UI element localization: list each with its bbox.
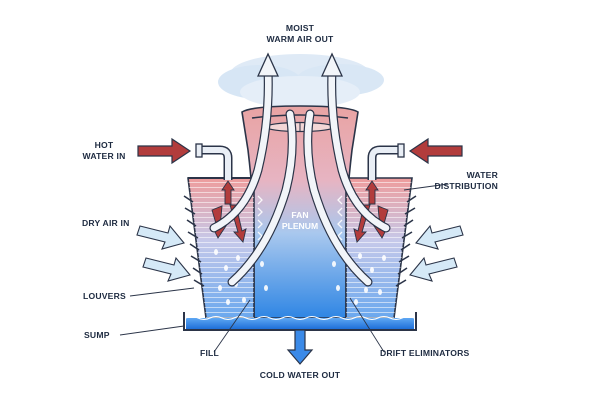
water-distribution-label-line1: WATER bbox=[467, 170, 499, 180]
dry-air-in-arrows-left bbox=[136, 224, 191, 282]
water-distribution-label-line2: DISTRIBUTION bbox=[434, 181, 498, 191]
fan-stack bbox=[241, 105, 359, 319]
vapor-cloud bbox=[218, 54, 384, 108]
air-flow-arrows bbox=[209, 65, 391, 287]
leader-lines bbox=[119, 183, 449, 353]
air-out-arrowheads bbox=[256, 52, 344, 77]
moist-air-label-line2: WARM AIR OUT bbox=[266, 34, 334, 44]
fan-plenum-label-line1: FAN bbox=[291, 210, 308, 220]
dry-air-in-label: DRY AIR IN bbox=[82, 218, 130, 228]
louvers-label: LOUVERS bbox=[83, 291, 126, 301]
water-droplets bbox=[214, 249, 386, 305]
cold-water-out-label: COLD WATER OUT bbox=[260, 370, 341, 380]
cold-water-out-arrow bbox=[286, 329, 314, 365]
dry-air-in-arrows-right bbox=[409, 224, 464, 282]
sump-label: SUMP bbox=[84, 330, 110, 340]
hot-water-label-line2: WATER IN bbox=[83, 151, 126, 161]
fill-label: FILL bbox=[200, 348, 219, 358]
hot-water-label-line1: HOT bbox=[95, 140, 114, 150]
right-louvers bbox=[395, 195, 417, 287]
left-louvers bbox=[183, 195, 205, 287]
hot-water-arrow-left bbox=[137, 137, 192, 165]
fan-plenum-label-line2: PLENUM bbox=[282, 221, 318, 231]
left-hot-water-pipe bbox=[195, 143, 233, 180]
drift-eliminators-label: DRIFT ELIMINATORS bbox=[380, 348, 470, 358]
moist-air-label-line1: MOIST bbox=[286, 23, 315, 33]
right-hot-water-pipe bbox=[367, 143, 405, 180]
hot-water-arrow-right bbox=[408, 137, 463, 165]
